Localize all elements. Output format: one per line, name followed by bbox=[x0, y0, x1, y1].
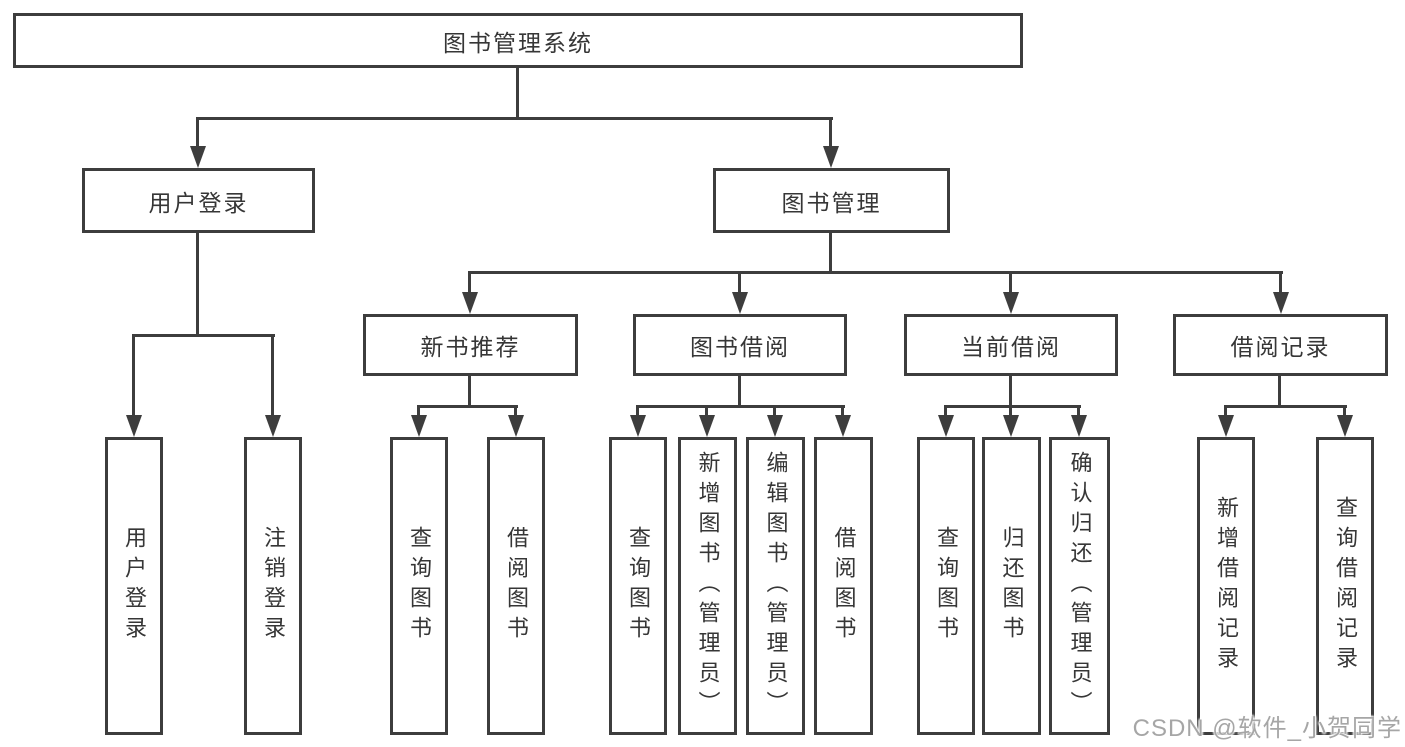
connector-branch bbox=[944, 405, 1081, 408]
connector-drop bbox=[841, 405, 844, 417]
node-book-management-label: 图书管理 bbox=[781, 189, 882, 216]
leaf-query-book-current: 查询图书 bbox=[917, 437, 975, 735]
node-book-borrowing: 图书借阅 bbox=[633, 314, 847, 376]
node-book-management: 图书管理 bbox=[713, 168, 950, 233]
arrow-down-icon bbox=[411, 415, 427, 437]
connector-drop bbox=[468, 271, 471, 295]
connector-root-stem bbox=[516, 66, 519, 118]
node-current-borrowing-label: 当前借阅 bbox=[961, 334, 1061, 360]
leaf-add-borrow-record: 新增借阅记录 bbox=[1197, 437, 1255, 735]
node-new-book-recommendation-label: 新书推荐 bbox=[420, 334, 521, 360]
leaf-label: 查询借阅记录 bbox=[1333, 496, 1358, 676]
arrow-down-icon bbox=[835, 415, 851, 437]
node-borrowing-records-label: 借阅记录 bbox=[1230, 334, 1331, 360]
leaf-logout: 注销登录 bbox=[244, 437, 302, 735]
arrow-down-icon bbox=[1003, 415, 1019, 437]
connector-drop bbox=[417, 405, 420, 417]
arrow-down-icon bbox=[126, 415, 142, 437]
connector-drop-user-login bbox=[196, 117, 199, 149]
connector-drop-book-management bbox=[829, 117, 832, 149]
leaf-label: 查询图书 bbox=[934, 526, 959, 646]
connector-drop bbox=[636, 405, 639, 417]
connector-drop bbox=[1343, 405, 1346, 417]
arrow-down-icon bbox=[265, 415, 281, 437]
leaf-borrow-book: 借阅图书 bbox=[814, 437, 873, 735]
connector-user-login-branch bbox=[132, 334, 275, 337]
arrow-down-icon bbox=[938, 415, 954, 437]
leaf-label: 确认归还（管理员） bbox=[1067, 451, 1093, 721]
leaf-confirm-return-admin: 确认归还（管理员） bbox=[1049, 437, 1110, 735]
arrow-down-icon bbox=[630, 415, 646, 437]
arrow-down-icon bbox=[462, 292, 478, 314]
arrow-down-icon bbox=[508, 415, 524, 437]
leaf-label: 借阅图书 bbox=[831, 526, 857, 646]
leaf-return-book: 归还图书 bbox=[982, 437, 1041, 735]
connector-level1-branch bbox=[196, 117, 833, 120]
connector-stem bbox=[738, 374, 741, 407]
leaf-label: 新增图书（管理员） bbox=[695, 451, 721, 721]
connector-drop bbox=[271, 334, 274, 417]
leaf-label: 查询图书 bbox=[407, 526, 432, 646]
node-borrowing-records: 借阅记录 bbox=[1173, 314, 1388, 376]
node-root: 图书管理系统 bbox=[13, 13, 1023, 68]
leaf-query-borrow-record: 查询借阅记录 bbox=[1316, 437, 1374, 735]
connector-book-management-stem bbox=[829, 231, 832, 273]
node-root-label: 图书管理系统 bbox=[443, 29, 593, 56]
leaf-borrow-book-recommend: 借阅图书 bbox=[487, 437, 545, 735]
connector-drop bbox=[705, 405, 708, 417]
connector-drop bbox=[514, 405, 517, 417]
leaf-label: 归还图书 bbox=[999, 526, 1025, 646]
leaf-logout-label: 注销登录 bbox=[261, 526, 286, 646]
connector-user-login-stem bbox=[196, 231, 199, 335]
arrow-down-icon bbox=[190, 146, 206, 168]
leaf-label: 新增借阅记录 bbox=[1214, 496, 1239, 676]
node-user-login-label: 用户登录 bbox=[148, 189, 249, 216]
connector-branch bbox=[636, 405, 845, 408]
connector-drop bbox=[1009, 271, 1012, 295]
connector-drop bbox=[944, 405, 947, 417]
arrow-down-icon bbox=[1273, 292, 1289, 314]
connector-stem bbox=[1009, 374, 1012, 407]
node-current-borrowing: 当前借阅 bbox=[904, 314, 1118, 376]
leaf-label: 编辑图书（管理员） bbox=[763, 451, 789, 721]
arrow-down-icon bbox=[732, 292, 748, 314]
connector-drop bbox=[1224, 405, 1227, 417]
leaf-label: 查询图书 bbox=[626, 526, 651, 646]
leaf-query-book-borrowing: 查询图书 bbox=[609, 437, 667, 735]
connector-drop bbox=[1009, 405, 1012, 417]
connector-stem bbox=[1278, 374, 1281, 407]
watermark: CSDN @软件_小贺同学 bbox=[1132, 715, 1402, 742]
leaf-query-book-recommend: 查询图书 bbox=[390, 437, 448, 735]
leaf-add-book-admin: 新增图书（管理员） bbox=[678, 437, 737, 735]
connector-branch bbox=[417, 405, 518, 408]
connector-drop bbox=[132, 334, 135, 417]
connector-drop bbox=[773, 405, 776, 417]
arrow-down-icon bbox=[1337, 415, 1353, 437]
node-user-login: 用户登录 bbox=[82, 168, 315, 233]
arrow-down-icon bbox=[1071, 415, 1087, 437]
arrow-down-icon bbox=[823, 146, 839, 168]
arrow-down-icon bbox=[699, 415, 715, 437]
arrow-down-icon bbox=[1218, 415, 1234, 437]
connector-level3-branch bbox=[468, 271, 1283, 274]
connector-drop bbox=[738, 271, 741, 295]
connector-drop bbox=[1077, 405, 1080, 417]
leaf-user-login: 用户登录 bbox=[105, 437, 163, 735]
leaf-edit-book-admin: 编辑图书（管理员） bbox=[746, 437, 805, 735]
connector-branch bbox=[1224, 405, 1347, 408]
leaf-label: 借阅图书 bbox=[504, 526, 529, 646]
arrow-down-icon bbox=[767, 415, 783, 437]
connector-stem bbox=[468, 374, 471, 407]
node-book-borrowing-label: 图书借阅 bbox=[690, 334, 790, 360]
leaf-user-login-label: 用户登录 bbox=[122, 526, 147, 646]
arrow-down-icon bbox=[1003, 292, 1019, 314]
connector-drop bbox=[1279, 271, 1282, 295]
node-new-book-recommendation: 新书推荐 bbox=[363, 314, 578, 376]
